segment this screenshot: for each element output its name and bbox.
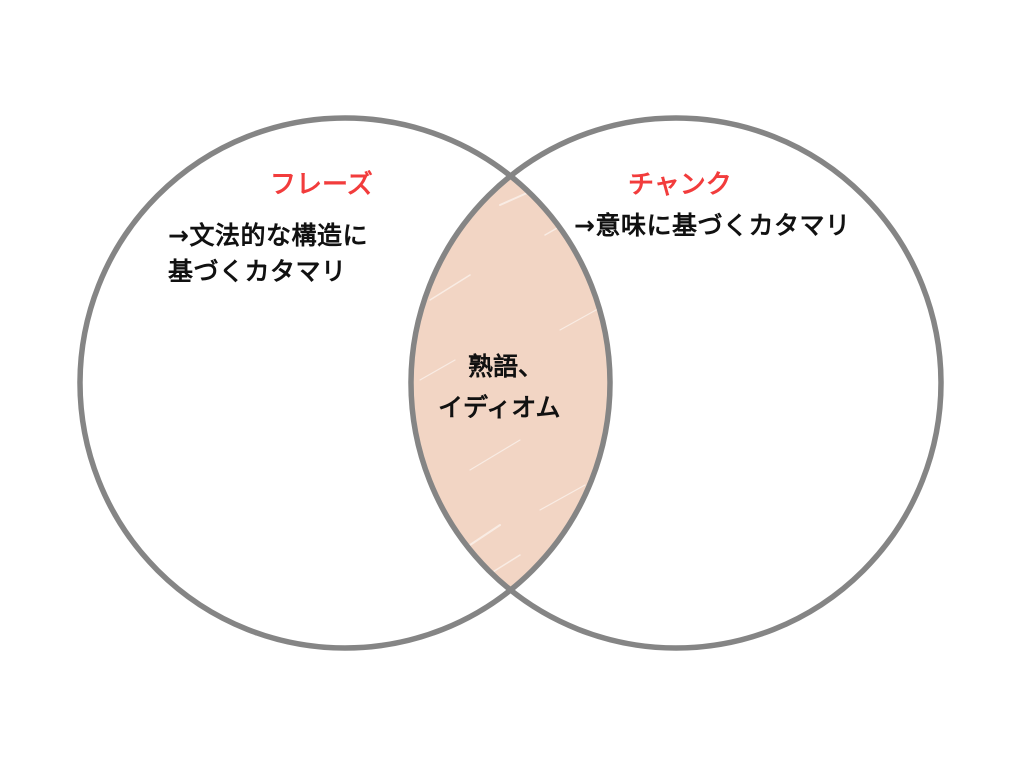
phrase-description-line-1: →文法的な構造に bbox=[168, 221, 368, 250]
phrase-description-line-2: 基づくカタマリ bbox=[168, 256, 347, 286]
phrase-title: フレーズ bbox=[270, 170, 373, 200]
chunk-circle bbox=[408, 115, 944, 651]
intersection-label-line-2: イディオム bbox=[438, 393, 561, 423]
chunk-description: →意味に基づくカタマリ bbox=[574, 208, 850, 244]
intersection-label: 熟語、 イディオム bbox=[438, 346, 561, 429]
chunk-description-line-1: →意味に基づくカタマリ bbox=[574, 211, 851, 240]
phrase-description: →文法的な構造に 基づくカタマリ bbox=[168, 218, 368, 289]
intersection-label-line-1: 熟語、 bbox=[468, 352, 544, 381]
phrase-circle bbox=[77, 115, 613, 651]
chunk-title: チャンク bbox=[628, 170, 732, 200]
